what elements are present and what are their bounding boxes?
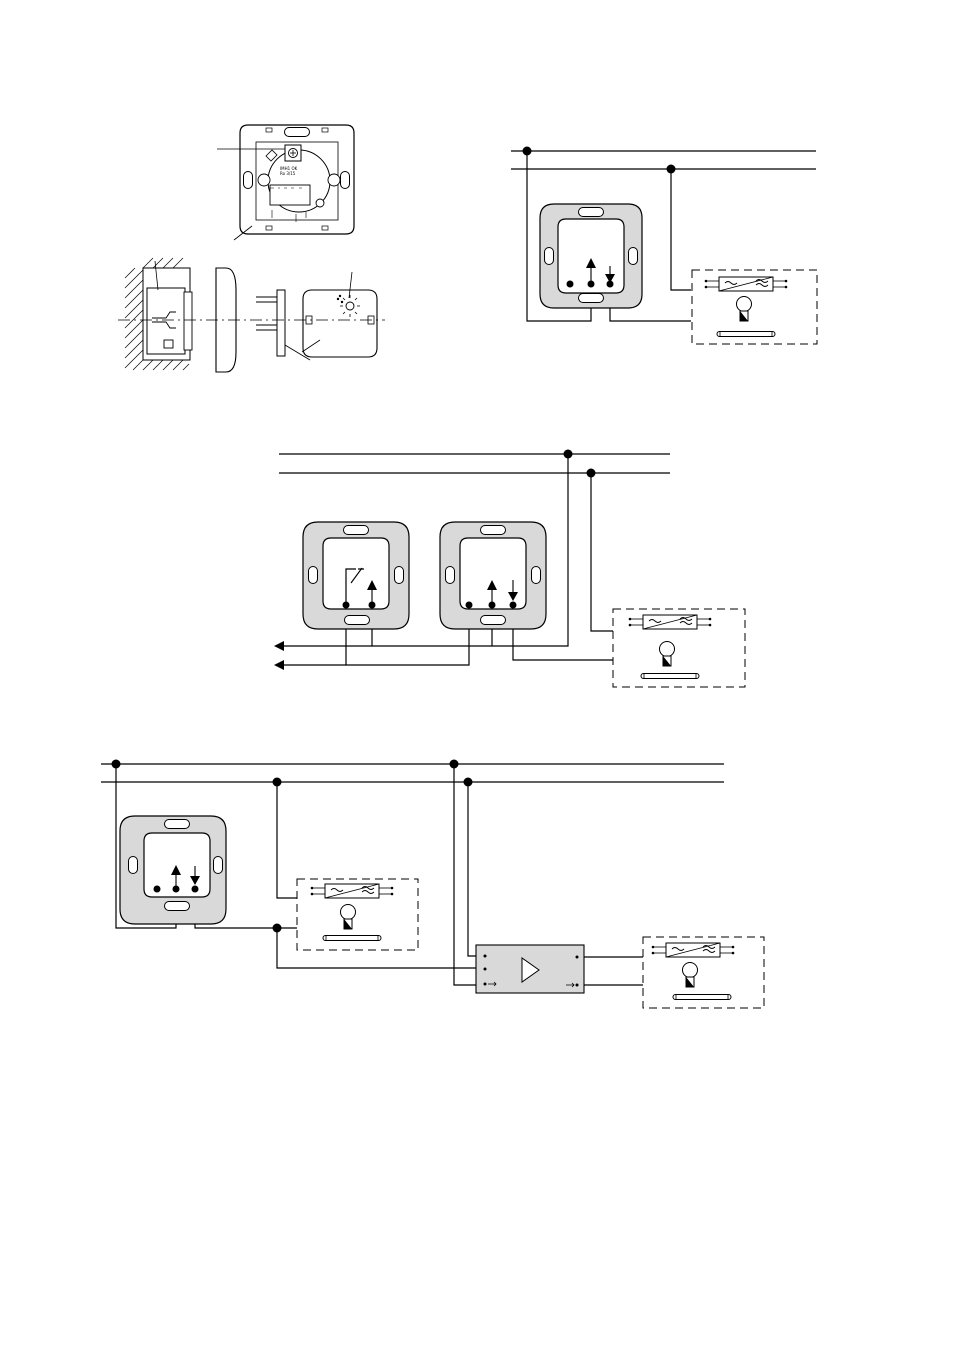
- arrow-up-icon: [487, 580, 497, 605]
- wiring-diagram-single-sensor: [511, 146, 818, 345]
- fluorescent-tube-icon: [716, 331, 776, 337]
- triangle-amplifier-icon: [475, 944, 585, 994]
- lamp-unit-dashed: [296, 878, 419, 951]
- arrow-down-icon: [190, 866, 200, 885]
- callout-line-insert: [233, 225, 253, 241]
- arrow-up-icon: [586, 258, 596, 284]
- lamp-unit-dashed: [691, 269, 818, 345]
- arrow-up-icon: [171, 865, 181, 889]
- arrow-up-icon: [367, 580, 377, 605]
- wall-section-icon: [124, 257, 193, 371]
- wiring-diagram-with-amplifier: [101, 759, 765, 1009]
- sensor-insert: [539, 203, 643, 309]
- insert-side-view: [256, 289, 311, 361]
- insert-tiny-label-2: Ro 3/15: [280, 171, 296, 176]
- arrow-down-icon: [508, 580, 518, 601]
- insert-tiny-label-1: IMH1 OK: [280, 166, 298, 171]
- installation-section-view: [118, 257, 385, 373]
- dial-knob-side: [301, 271, 378, 358]
- wiring-diagram-pushbutton-sensor: [274, 449, 746, 688]
- pushbutton-insert: [302, 521, 410, 630]
- arrow-down-icon: [605, 266, 615, 283]
- insert-front-view: IMH1 OK Ro 3/15: [217, 124, 355, 241]
- sensor-insert: [439, 521, 547, 630]
- sensor-insert: [119, 815, 227, 925]
- lamp-unit-dashed: [642, 936, 765, 1009]
- lamp-unit-dashed: [612, 608, 746, 688]
- cover-frame-side: [215, 267, 237, 373]
